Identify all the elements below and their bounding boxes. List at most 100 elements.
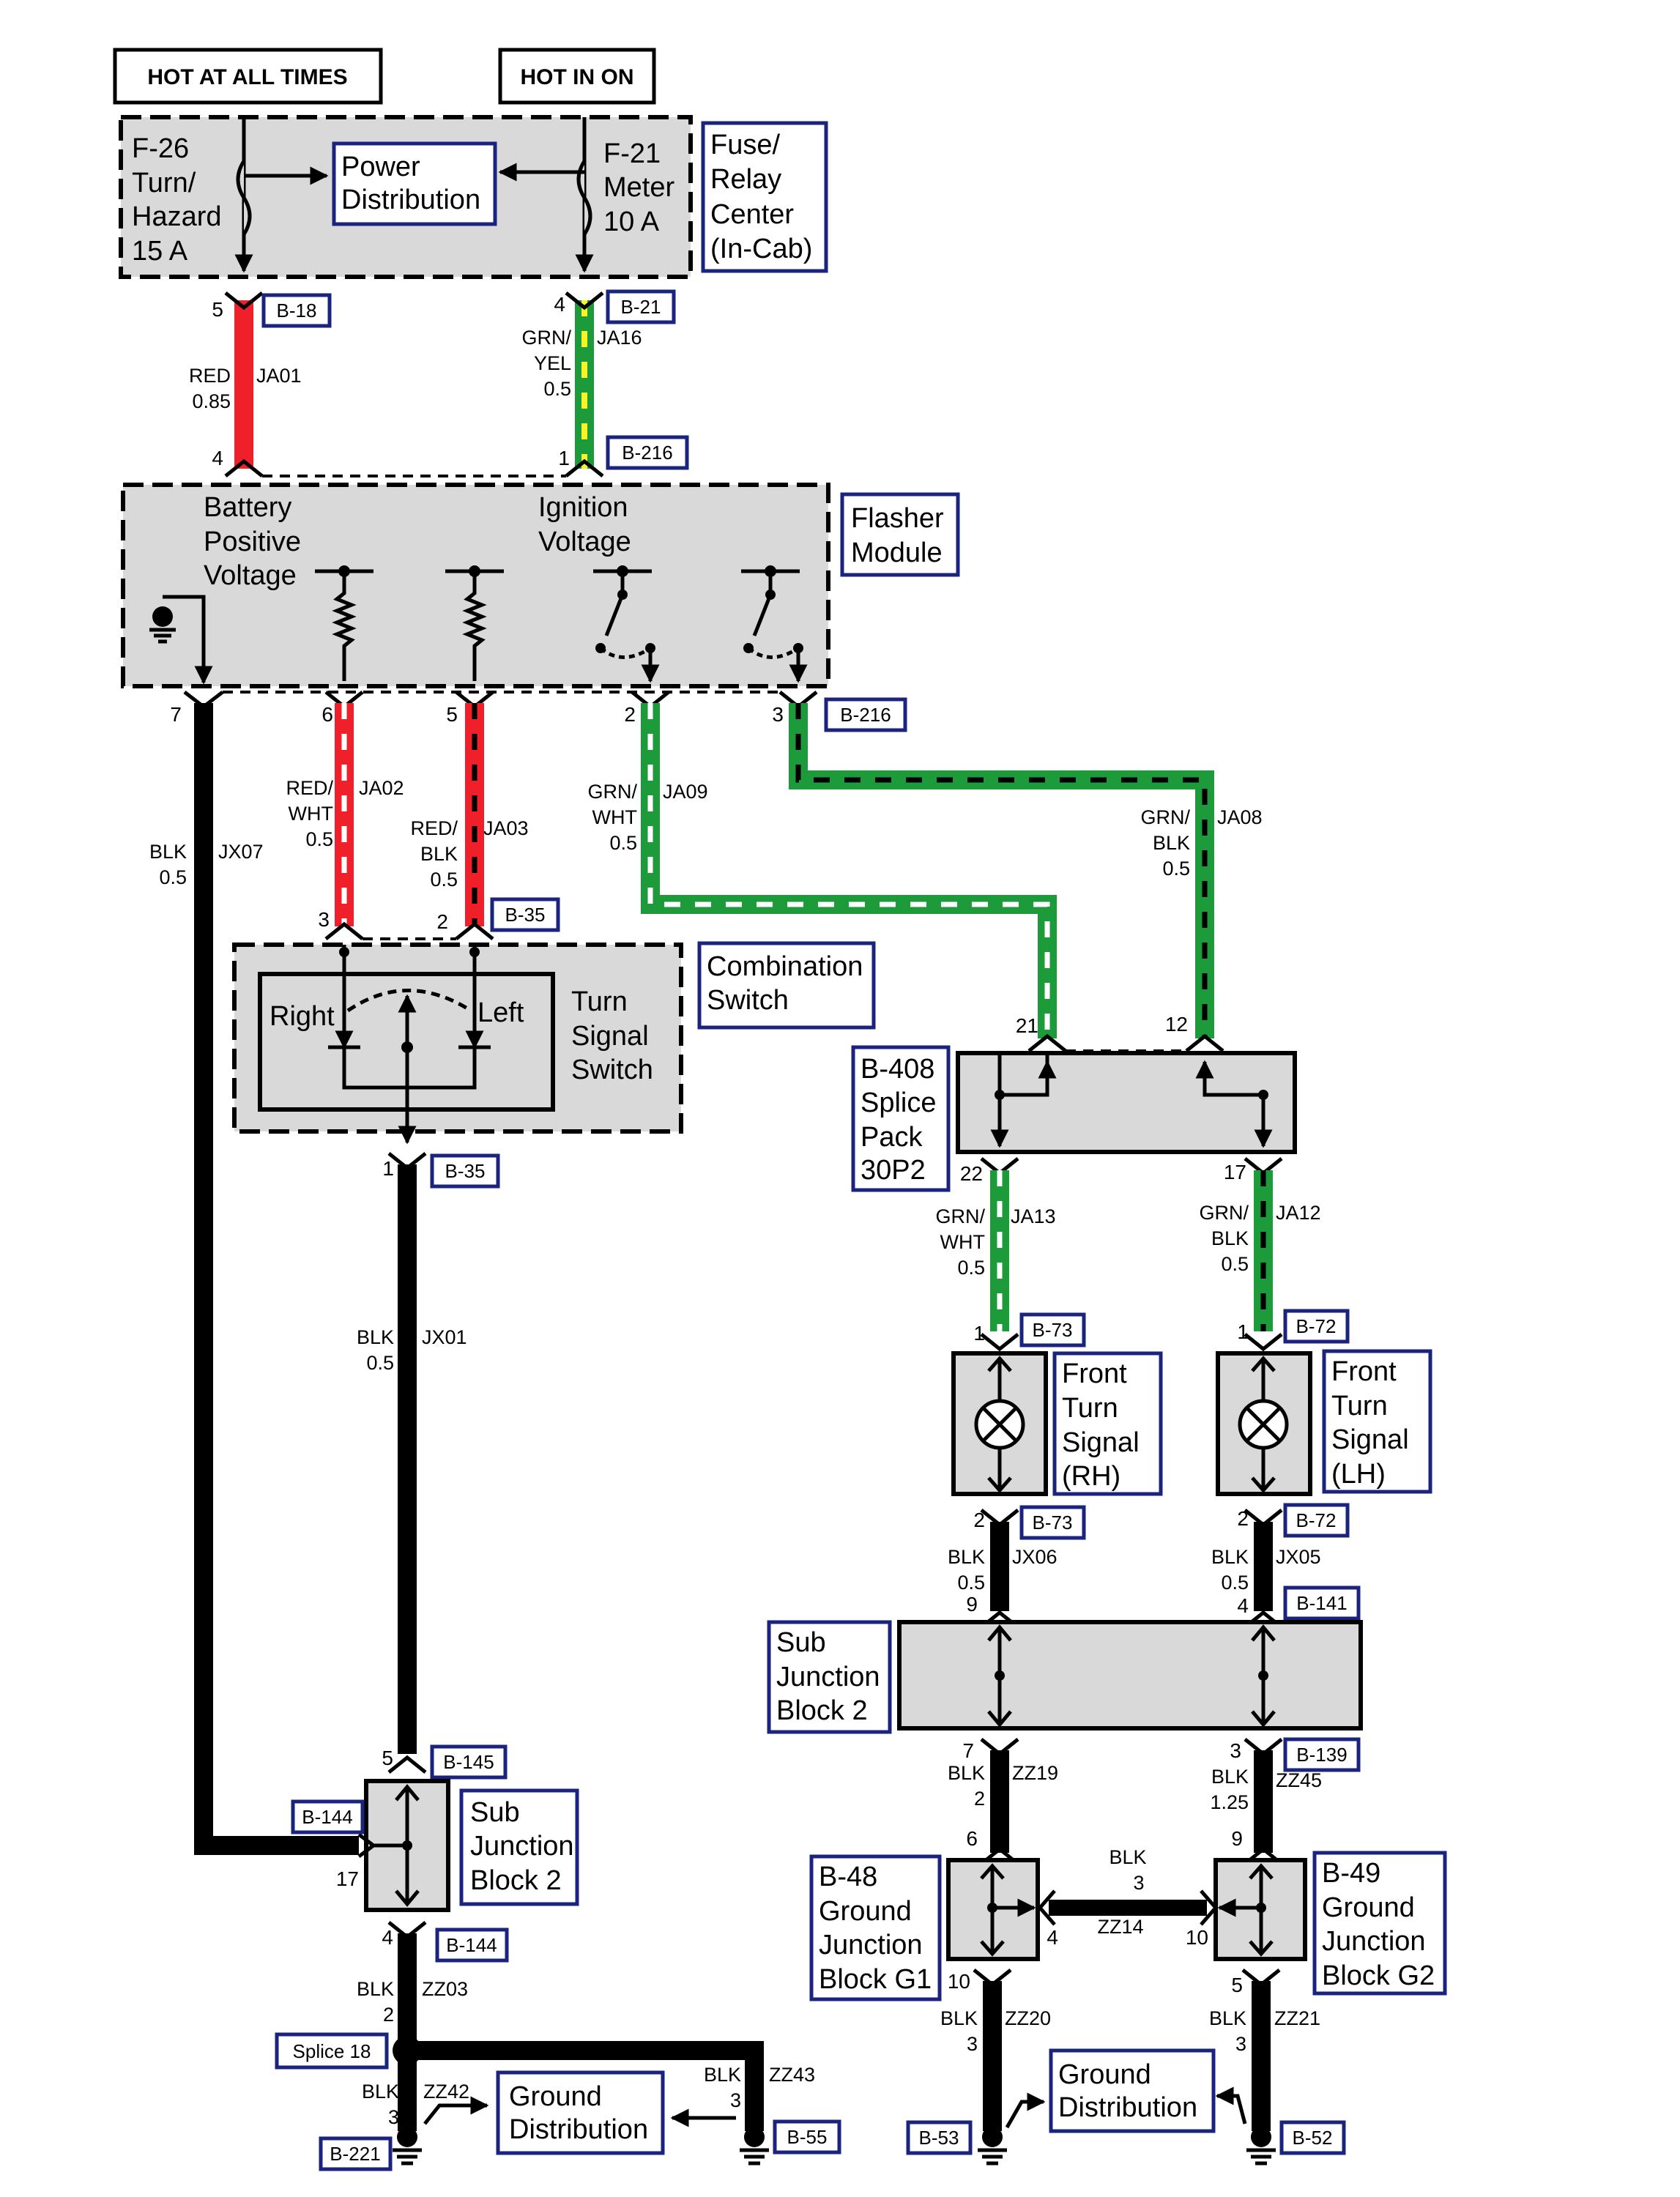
front-turn-rh-label: Front Turn Signal (RH) xyxy=(1062,1358,1147,1492)
pin-label: 4 xyxy=(1047,1926,1058,1949)
wire-color: BLK xyxy=(149,841,187,863)
wire-color: BLK xyxy=(420,843,458,865)
pin-label: 9 xyxy=(966,1593,978,1616)
wire-circuit: ZZ43 xyxy=(769,2064,815,2086)
wire-circuit: JA03 xyxy=(483,817,529,839)
wire-circuit: JA13 xyxy=(1011,1205,1056,1227)
fuse-relay-center-label: Fuse/ Relay Center (In-Cab) xyxy=(710,130,812,264)
connector-b145: B-145 xyxy=(443,1751,494,1773)
pin-label: 21 xyxy=(1016,1014,1038,1037)
ground-distribution-right-label: Ground Distribution xyxy=(1058,2059,1197,2123)
wire-circuit: ZZ03 xyxy=(422,1978,468,2000)
wire-color: BLK xyxy=(1109,1846,1146,1868)
wire-jx07 xyxy=(194,703,359,1855)
pin-label: 7 xyxy=(962,1739,974,1762)
flasher-ignition-label: Ignition Voltage xyxy=(538,492,636,557)
fuse-f26-label: F-26 Turn/ Hazard 15 A xyxy=(132,133,229,267)
pin-label: 4 xyxy=(554,293,565,316)
wire-circuit: JA16 xyxy=(597,327,642,349)
pin-label: 4 xyxy=(382,1926,393,1949)
wire-circuit: JX06 xyxy=(1012,1546,1058,1568)
wire-size: 0.5 xyxy=(957,1572,985,1594)
g2-label: B-49 Ground Junction Block G2 xyxy=(1322,1858,1435,1991)
sjb2-right-label-box xyxy=(767,1620,892,1734)
wire-size: 0.5 xyxy=(957,1257,985,1279)
wire-size: 2 xyxy=(383,2004,394,2026)
pin-label: 17 xyxy=(1224,1161,1246,1183)
combination-switch-label: Combination Switch xyxy=(707,951,871,1016)
wire-color: RED/ xyxy=(410,817,458,839)
pin-label: 1 xyxy=(558,447,570,469)
wire-size: 0.5 xyxy=(305,828,333,850)
wire-circuit: JA12 xyxy=(1276,1202,1321,1224)
wire-color: BLK xyxy=(948,1546,985,1568)
wire-color: BLK xyxy=(1209,2007,1246,2029)
pin-label: 1 xyxy=(382,1157,394,1180)
g2-label-box xyxy=(1312,1851,1447,1996)
turn-signal-switch-label: Turn Signal Switch xyxy=(571,986,656,1085)
left-label: Left xyxy=(477,997,524,1028)
wire-size: 0.5 xyxy=(159,866,187,888)
wire-color: WHT xyxy=(289,803,333,825)
wire-circuit: ZZ21 xyxy=(1274,2007,1320,2029)
pin-label: 1 xyxy=(973,1322,985,1345)
hot-all-times-box xyxy=(113,48,383,105)
connector-b141: B-141 xyxy=(1296,1592,1347,1614)
pin-label: 2 xyxy=(436,910,448,933)
connector-b18: B-18 xyxy=(277,300,317,321)
wire-color: GRN/ xyxy=(522,327,572,349)
pin-label: 2 xyxy=(973,1509,985,1531)
pin-label: 2 xyxy=(624,703,636,726)
connector-b55: B-55 xyxy=(787,2126,828,2148)
pin-label: 7 xyxy=(170,703,182,726)
flasher-battery-label: Battery Positive Voltage xyxy=(204,492,309,591)
connector-b72: B-72 xyxy=(1296,1315,1337,1337)
wire-color: BLK xyxy=(1153,832,1190,854)
wire-circuit: JX01 xyxy=(422,1326,467,1348)
ground-icon xyxy=(393,2127,422,2166)
wire-ja09-stripe xyxy=(647,703,1050,1038)
hot-in-on-label: HOT IN ON xyxy=(521,65,634,89)
front-turn-lh-label-box xyxy=(1322,1349,1432,1494)
pin-label: 12 xyxy=(1165,1013,1188,1036)
wire-circuit: ZZ20 xyxy=(1005,2007,1051,2029)
pin-label: 5 xyxy=(382,1747,393,1769)
connector-b72: B-72 xyxy=(1296,1509,1337,1531)
connector-b144: B-144 xyxy=(446,1934,497,1956)
pin-label: 6 xyxy=(966,1827,978,1850)
wire-color: RED xyxy=(189,365,231,387)
wire-circuit: JX07 xyxy=(218,841,264,863)
pin-label: 3 xyxy=(772,703,784,726)
wire-size: 0.85 xyxy=(192,390,231,412)
connector-b73: B-73 xyxy=(1033,1512,1073,1534)
fuse-f26-icon xyxy=(236,160,252,236)
pin-label: 3 xyxy=(1230,1739,1241,1762)
wire-zz43 xyxy=(407,2041,764,2131)
splice-18-label: Splice 18 xyxy=(293,2040,371,2062)
splice-pack-box xyxy=(956,1051,1297,1154)
wire-color: BLK xyxy=(940,2007,978,2029)
resistor-icon xyxy=(315,565,373,681)
wire-color: GRN/ xyxy=(936,1205,986,1227)
pin-label: 6 xyxy=(321,703,333,726)
wire-circuit: ZZ14 xyxy=(1097,1916,1143,1938)
wire-size: 0.5 xyxy=(1162,858,1190,880)
wire-color: YEL xyxy=(534,352,571,374)
ground-distribution-left-label: Ground Distribution xyxy=(509,2081,648,2145)
hot-in-on-box xyxy=(498,48,656,105)
wire-circuit: JX05 xyxy=(1276,1546,1321,1568)
pin-label: 9 xyxy=(1231,1827,1243,1850)
connector-b73: B-73 xyxy=(1033,1319,1073,1341)
pin-label: 5 xyxy=(446,703,458,726)
pin-label: 4 xyxy=(212,447,223,469)
wire-circuit: JA02 xyxy=(359,777,404,799)
connector-b221: B-221 xyxy=(330,2143,380,2165)
wire-circuit: JA08 xyxy=(1217,806,1263,828)
connector-b139: B-139 xyxy=(1296,1744,1347,1766)
wire-color: BLK xyxy=(1211,1227,1249,1249)
right-label: Right xyxy=(270,1001,335,1032)
sjb2-left-label-box xyxy=(459,1788,579,1906)
ground-icon xyxy=(978,2127,1007,2166)
wire-ja08-stripe xyxy=(795,703,1208,1038)
pin-label: 3 xyxy=(318,908,330,931)
